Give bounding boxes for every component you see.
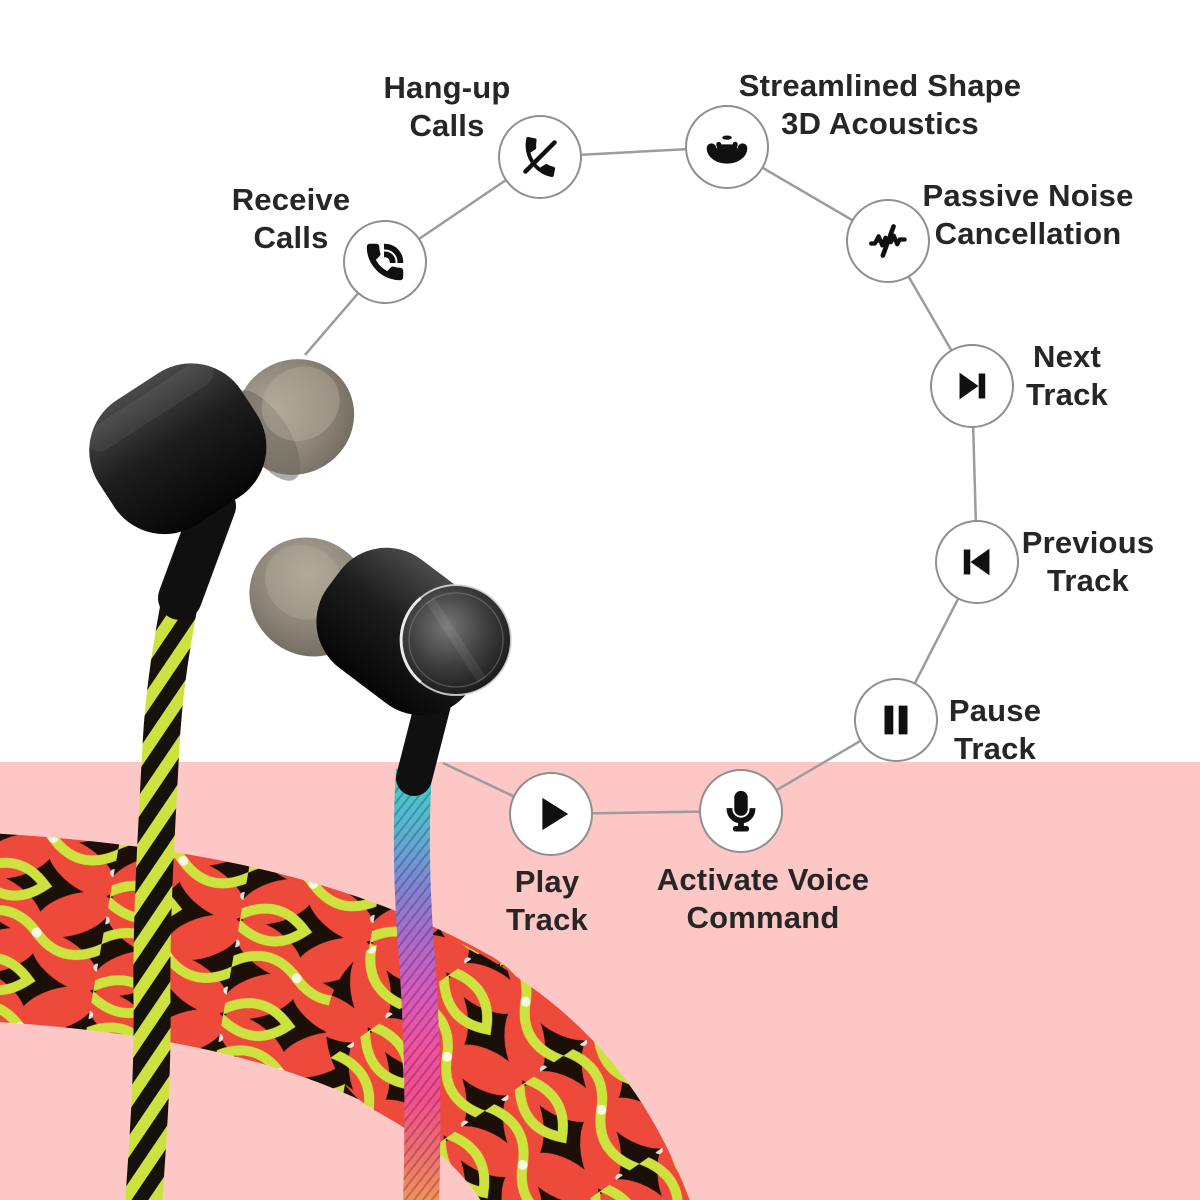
pause-icon (884, 705, 908, 735)
red-braided-rope (0, 833, 690, 1200)
feature-node-pause-track (854, 678, 938, 762)
earbud-right (249, 537, 512, 1200)
microphone-icon (726, 790, 756, 832)
label-line: Streamlined Shape (738, 68, 1022, 103)
feature-node-hang-up-calls (498, 115, 582, 199)
label-line: Previous (1021, 525, 1155, 560)
phone-hang-up-icon (523, 136, 557, 178)
feature-node-voice-command (699, 769, 783, 853)
label-line: Cancellation (934, 216, 1122, 251)
skip-next-icon (959, 372, 986, 400)
label-line: Track (953, 731, 1036, 766)
feature-label-voice-command: Activate Voice Command (593, 861, 933, 937)
noise-cancellation-icon (869, 224, 907, 258)
feature-node-next-track (930, 344, 1014, 428)
label-line: Track (1046, 563, 1129, 598)
feature-node-previous-track (935, 520, 1019, 604)
label-line: Track (1025, 377, 1108, 412)
label-line: Play (514, 864, 580, 899)
label-line: Calls (409, 108, 485, 143)
label-line: Next (1033, 339, 1101, 374)
feature-label-passive-noise: Passive Noise Cancellation (858, 177, 1198, 253)
striped-cable (125, 576, 203, 1200)
feature-node-play-track (509, 772, 593, 856)
feature-label-play-track: Play Track (377, 863, 717, 939)
play-icon (542, 797, 569, 831)
metal-disc (399, 584, 512, 696)
label-line: Activate Voice (656, 862, 870, 897)
skip-previous-icon (963, 548, 990, 576)
feature-label-streamlined-shape: Streamlined Shape 3D Acoustics (710, 67, 1050, 143)
feature-label-next-track: Next Track (897, 338, 1200, 414)
feature-label-pause-track: Pause Track (825, 692, 1165, 768)
label-line: 3D Acoustics (781, 106, 979, 141)
feature-node-receive-calls (343, 220, 427, 304)
feature-node-streamlined-shape (685, 105, 769, 189)
speaker-3d-acoustics-icon (706, 135, 748, 164)
feature-label-receive-calls: Receive Calls (121, 181, 461, 257)
label-line: Pause (948, 693, 1042, 728)
feature-label-previous-track: Previous Track (918, 524, 1200, 600)
label-line: Hang-up (383, 70, 511, 105)
phone-in-talk-icon (366, 243, 404, 281)
label-line: Passive Noise (922, 178, 1134, 213)
feature-label-hang-up-calls: Hang-up Calls (277, 69, 617, 145)
feature-node-passive-noise (846, 199, 930, 283)
label-line: Calls (253, 220, 329, 255)
label-line: Command (686, 900, 840, 935)
label-line: Track (505, 902, 588, 937)
earbud-left (86, 359, 355, 1200)
label-line: Receive (231, 182, 351, 217)
